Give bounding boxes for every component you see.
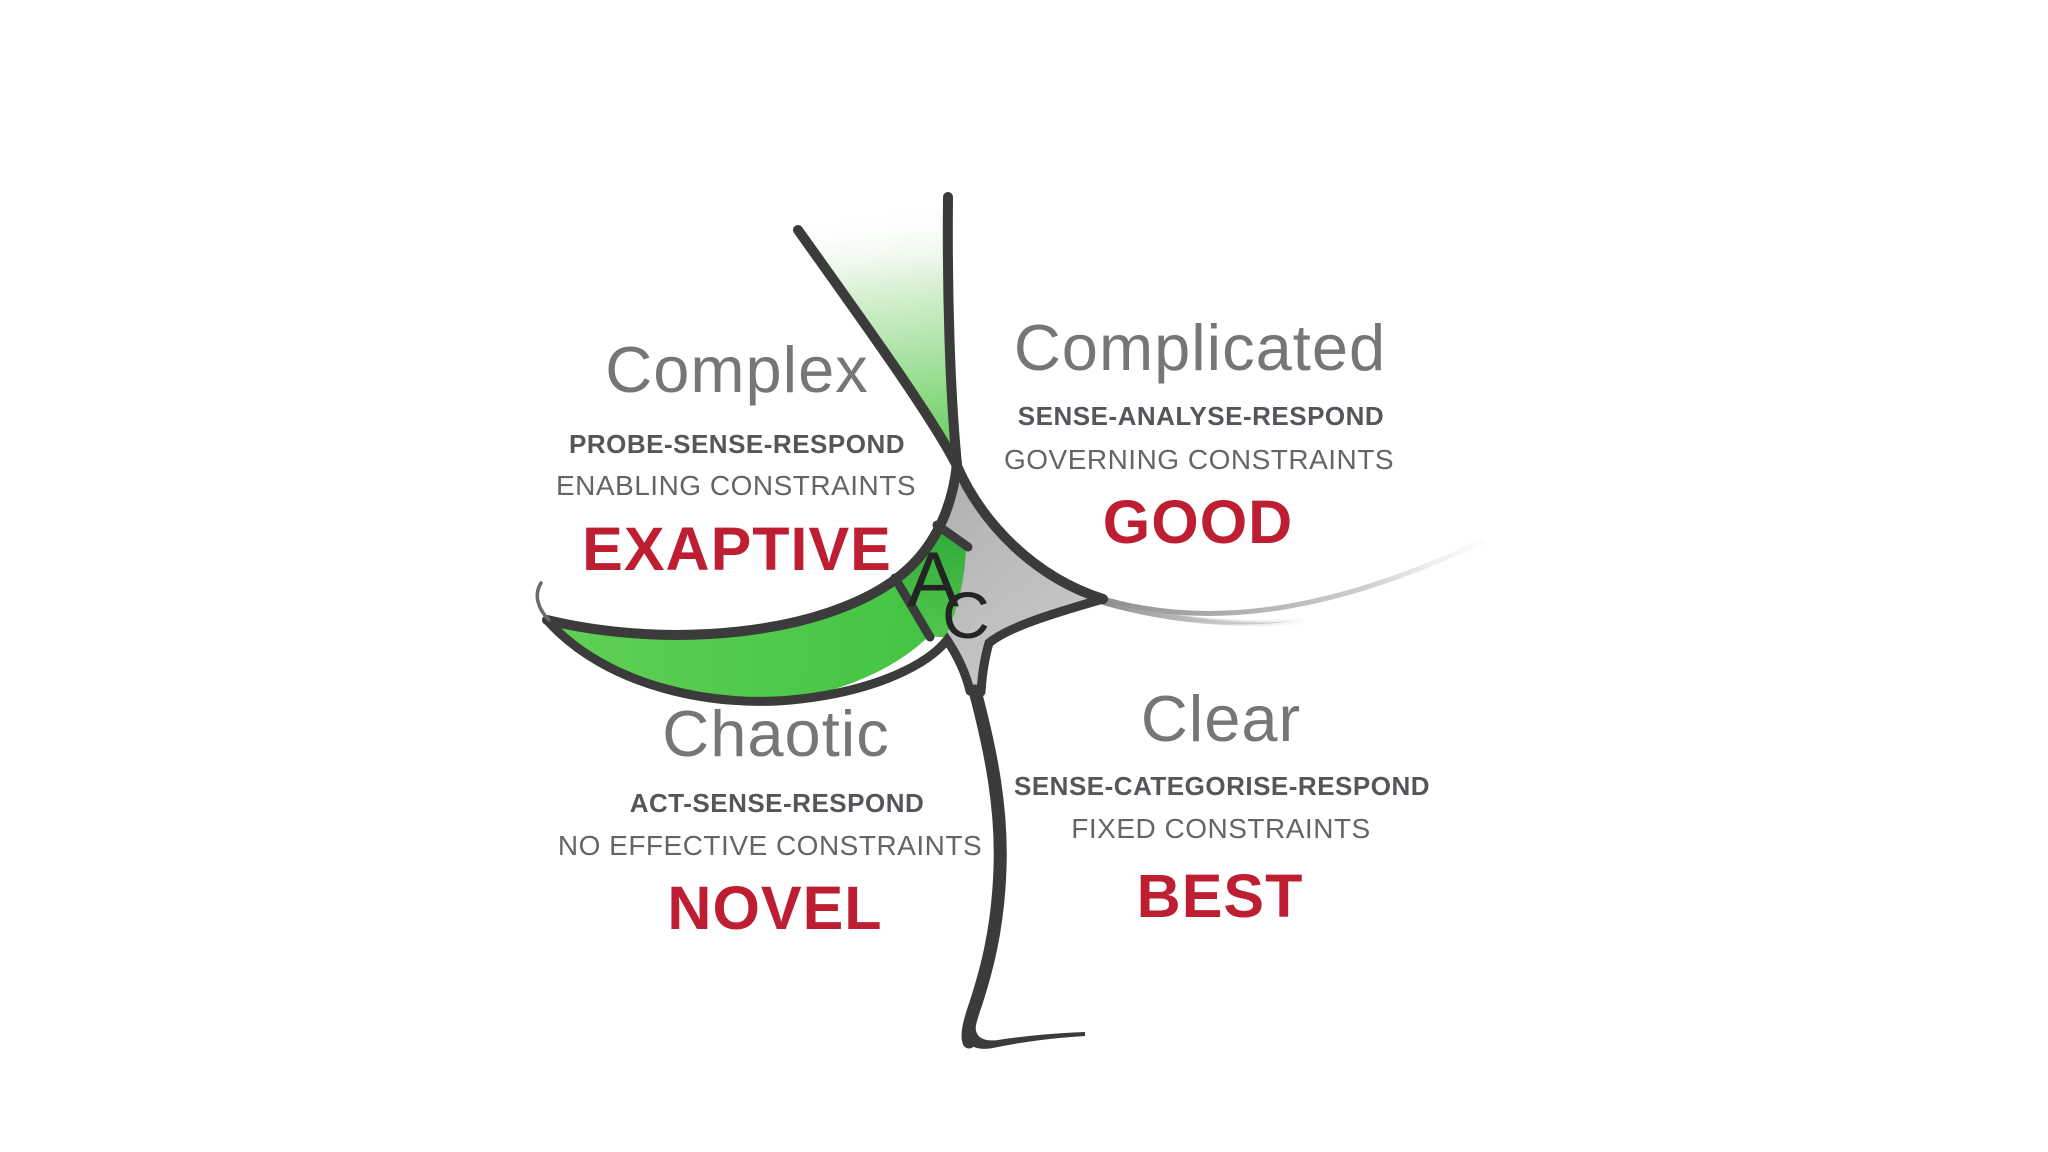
clear-practice-label: BEST (1136, 862, 1304, 930)
center-letter-a: A (907, 535, 959, 623)
crescent-outer-edge (542, 615, 975, 706)
clear-title: Clear (1140, 682, 1302, 755)
gray-bottom-edge (976, 594, 1108, 697)
divider-lower-chord (890, 573, 935, 642)
right-strand-upper (1097, 538, 1486, 616)
center-gray-fill (939, 466, 1103, 693)
complicated-approach: SENSE-ANALYSE-RESPOND (1017, 401, 1385, 431)
chaotic-title: Chaotic (662, 697, 890, 770)
clear-approach: SENSE-CATEGORISE-RESPOND (1013, 771, 1431, 801)
complex-approach: PROBE-SENSE-RESPOND (569, 429, 905, 459)
clear-constraints: FIXED CONSTRAINTS (1071, 813, 1371, 844)
curve-right-funnel-to-crescent-inner (542, 192, 963, 640)
stem-curve (961, 684, 1007, 1049)
chaotic-practice-label: NOVEL (667, 874, 883, 942)
complicated-title: Complicated (1013, 311, 1387, 384)
complicated-practice-label: GOOD (1102, 488, 1294, 556)
divider-upper-chord (932, 520, 973, 552)
complicated-constraints: GOVERNING CONSTRAINTS (1003, 444, 1395, 475)
center-green-segment-fill (896, 526, 967, 637)
crescent-tip-hook (535, 581, 551, 622)
green-crescent-fill (547, 579, 929, 701)
right-strand-lower (1097, 598, 1303, 627)
chaotic-approach: ACT-SENSE-RESPOND (629, 788, 925, 818)
complex-constraints: ENABLING CONSTRAINTS (555, 470, 917, 501)
chaotic-constraints: NO EFFECTIVE CONSTRAINTS (557, 830, 983, 861)
stem-tail-swoosh (964, 1024, 1085, 1049)
center-letter-c: C (942, 578, 990, 652)
complex-title: Complex (605, 333, 869, 406)
complex-practice-label: EXAPTIVE (582, 515, 892, 583)
